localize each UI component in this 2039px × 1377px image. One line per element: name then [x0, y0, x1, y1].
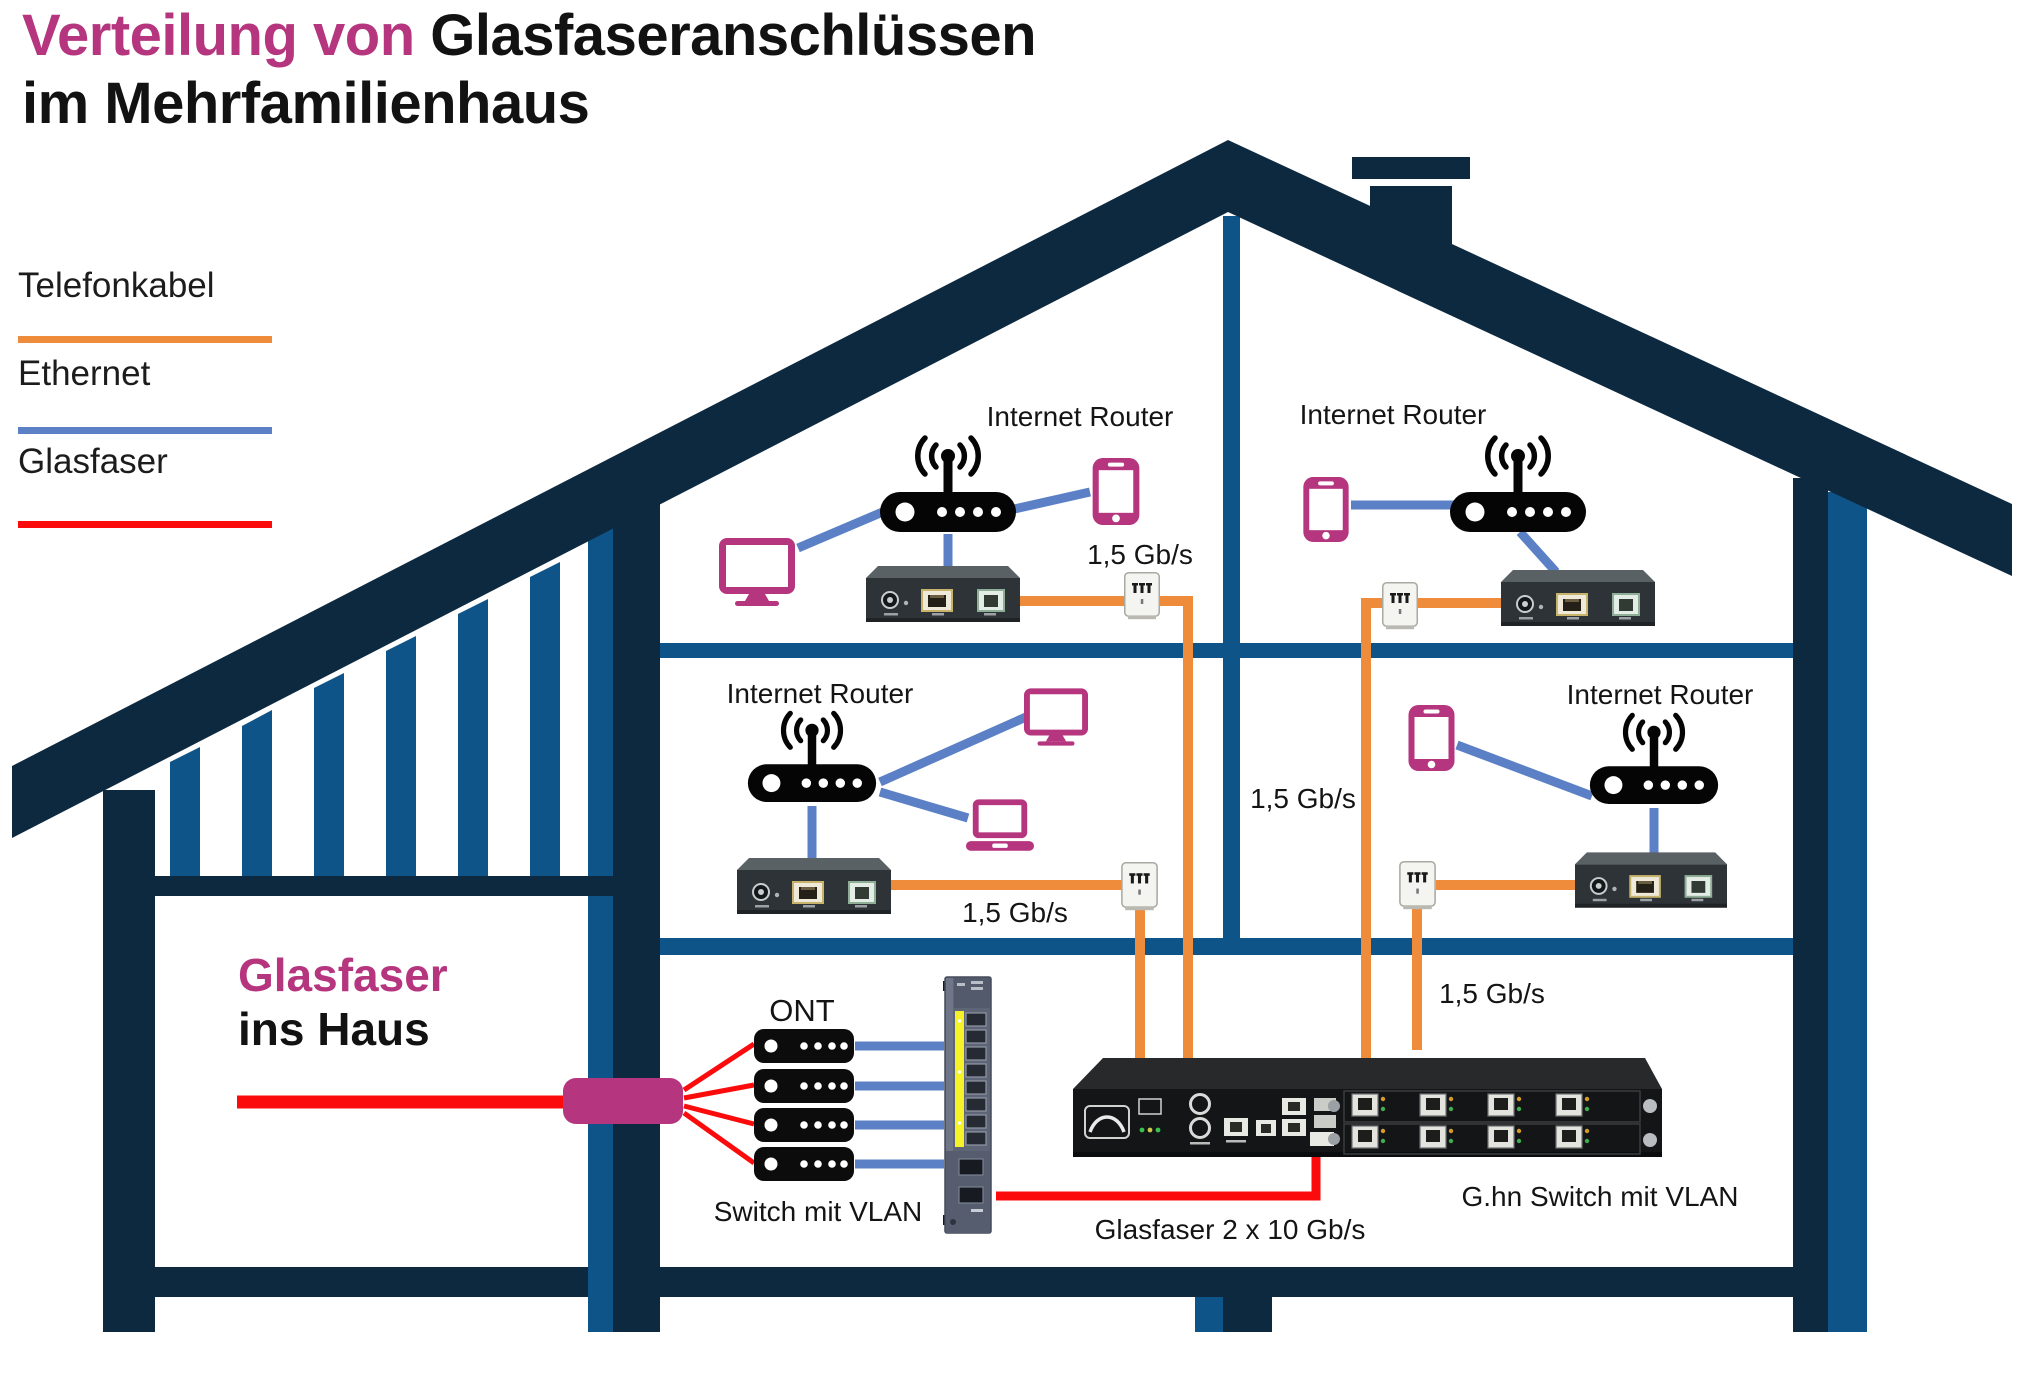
fiber-entry-label: Glasfaser ins Haus	[238, 948, 448, 1056]
center-foot	[1195, 1297, 1223, 1332]
router-label-top-left: Internet Router	[986, 401, 1174, 432]
title-rest: Glasfaseranschlüssen	[414, 3, 1037, 68]
devices	[719, 438, 1727, 1234]
wifi-router-icon	[1590, 715, 1718, 804]
speed-label-top-left: 1,5 Gb/s	[1087, 539, 1193, 570]
roof-left-slope	[12, 140, 1228, 838]
vlan-switch-icon	[943, 976, 992, 1234]
telefonkabel-cables	[889, 596, 1577, 1058]
title-accent: Verteilung von	[22, 3, 415, 68]
right-wall-outer	[1828, 492, 1867, 1332]
ont-device-icon	[754, 1108, 854, 1142]
smartphone-icon	[1092, 458, 1140, 525]
router-label-middle-left: Internet Router	[726, 678, 914, 709]
right-wall-inner	[1793, 478, 1828, 1332]
fiber-entry-accent: Glasfaser	[238, 949, 448, 1001]
left-wall-inner	[613, 495, 660, 1332]
monitor-icon	[1024, 688, 1088, 746]
phone-outlet-icon	[1382, 582, 1418, 630]
legend-line-ethernet	[18, 427, 272, 434]
house-structure	[12, 140, 2012, 1332]
balcony-beam	[103, 876, 660, 896]
ground-slab	[103, 1267, 1867, 1297]
left-post	[103, 790, 155, 1332]
legend-label-ethernet: Ethernet	[18, 354, 151, 393]
laptop-icon	[966, 799, 1034, 851]
floor-top	[615, 643, 1811, 658]
smartphone-icon	[1303, 477, 1349, 542]
page-title: Verteilung von Glasfaseranschlüssen im M…	[22, 2, 1037, 138]
monitor-icon	[719, 538, 795, 606]
center-wall	[1223, 216, 1240, 955]
speed-label-riser-ground: 1,5 Gb/s	[1439, 978, 1545, 1009]
legend-label-glasfaser: Glasfaser	[18, 442, 168, 481]
ont-device-icon	[754, 1069, 854, 1103]
router-label-top-right: Internet Router	[1299, 399, 1487, 430]
ont-device-icon	[754, 1029, 854, 1063]
speed-label-middle-left: 1,5 Gb/s	[962, 897, 1068, 928]
chimney	[1352, 157, 1470, 278]
ghn-switch-label: G.hn Switch mit VLAN	[1461, 1181, 1739, 1212]
router-label-middle-right: Internet Router	[1566, 679, 1754, 710]
floor-middle	[615, 938, 1811, 955]
wifi-router-icon	[880, 438, 1016, 532]
fiber-wall-box	[563, 1078, 683, 1124]
ethernet-cables	[796, 487, 1659, 1169]
phone-outlet-icon	[1399, 861, 1436, 910]
media-converter-icon	[1500, 570, 1656, 628]
glasfaser-cables	[237, 1041, 1321, 1201]
phone-outlet-icon	[1121, 862, 1158, 911]
legend-line-glasfaser	[18, 521, 272, 528]
media-converter-icon	[1575, 852, 1727, 909]
ont-device-icon	[754, 1147, 854, 1181]
fiber-entry-rest: ins Haus	[238, 1003, 430, 1055]
title-line-2: im Mehrfamilienhaus	[22, 71, 590, 136]
wifi-router-icon	[1450, 438, 1586, 532]
vlan-switch-label: Switch mit VLAN	[713, 1196, 923, 1227]
ghn-switch-icon	[1073, 1058, 1662, 1157]
media-converter-icon	[866, 566, 1020, 623]
fiber-link-label: Glasfaser 2 x 10 Gb/s	[1094, 1214, 1366, 1245]
legend-label-telefonkabel: Telefonkabel	[18, 266, 215, 305]
phone-outlet-icon	[1124, 572, 1160, 620]
speed-label-riser-middle: 1,5 Gb/s	[1250, 783, 1356, 814]
center-foot-dark	[1223, 1297, 1272, 1332]
wifi-router-icon	[748, 713, 876, 802]
media-converter-icon	[737, 858, 891, 915]
title-line-1: Verteilung von Glasfaseranschlüssen	[22, 2, 1037, 70]
left-wall-outer	[588, 505, 613, 1332]
legend-line-telefonkabel	[18, 336, 272, 343]
smartphone-icon	[1408, 705, 1455, 771]
ont-label: ONT	[769, 993, 835, 1028]
railing-balusters	[170, 562, 560, 876]
